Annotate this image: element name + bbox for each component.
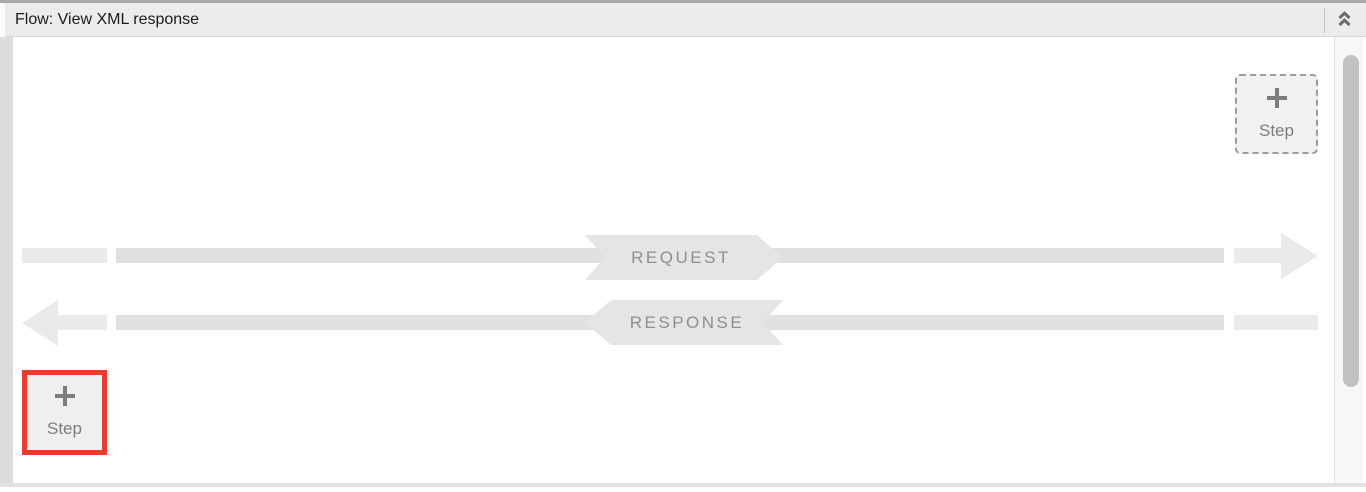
request-banner[interactable]: REQUEST [585, 235, 783, 280]
plus-icon [1266, 87, 1287, 113]
request-flow-start-segment [22, 248, 107, 263]
add-step-highlight-box: Step [22, 370, 107, 455]
panel-bottom-border [0, 483, 1366, 487]
add-step-label: Step [47, 419, 82, 438]
response-flow-start-segment [1234, 315, 1318, 330]
header-divider [1324, 8, 1325, 33]
collapse-panel-button[interactable] [1330, 9, 1358, 33]
response-banner[interactable]: RESPONSE [585, 300, 783, 345]
response-banner-label: RESPONSE [629, 312, 745, 332]
vertical-scrollbar[interactable] [1334, 37, 1363, 483]
flow-header: Flow: View XML response [0, 3, 1366, 37]
add-step-button-top[interactable]: Step [1235, 74, 1318, 154]
scrollbar-thumb[interactable] [1343, 55, 1359, 387]
request-arrowhead-icon [1234, 233, 1318, 279]
request-banner-label: REQUEST [631, 247, 731, 267]
add-step-button-bottom[interactable]: Step [27, 375, 102, 450]
header-left-gap [0, 3, 5, 37]
panel-top-border [0, 0, 1366, 3]
plus-icon [54, 386, 75, 411]
flow-title: Flow: View XML response [15, 11, 200, 28]
chevron-double-up-icon [1337, 10, 1352, 33]
response-arrowhead-icon [22, 300, 107, 346]
add-step-label: Step [1259, 120, 1294, 140]
left-gutter [0, 37, 13, 483]
